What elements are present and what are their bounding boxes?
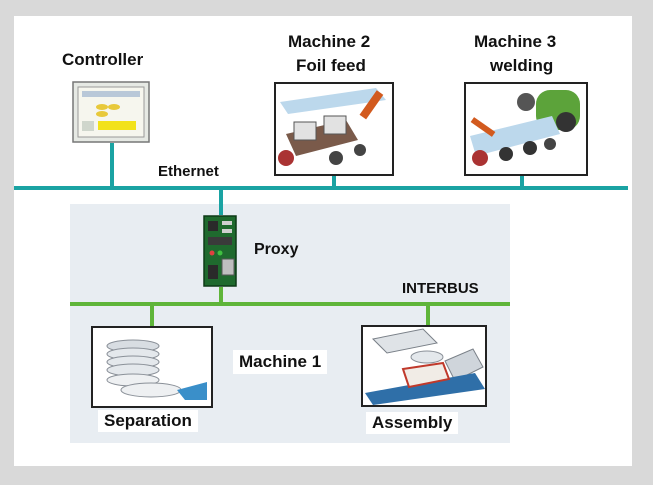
interbus-label: INTERBUS xyxy=(402,280,479,297)
proxy-label: Proxy xyxy=(254,241,299,258)
controller-icon xyxy=(72,81,150,143)
machine2-image xyxy=(274,82,394,176)
proxy-module-icon xyxy=(202,215,238,287)
machine2-title: Machine 2 xyxy=(288,32,371,51)
machine3-title: Machine 3 xyxy=(474,32,557,51)
machine1-label: Machine 1 xyxy=(233,350,328,374)
separation-image xyxy=(91,326,213,408)
assembly-label: Assembly xyxy=(366,412,459,434)
machine2-subtitle: Foil feed xyxy=(296,56,366,75)
machine3-image xyxy=(464,82,588,176)
machine3-subtitle: welding xyxy=(490,56,554,75)
ethernet-label: Ethernet xyxy=(158,163,219,180)
controller-label: Controller xyxy=(62,50,144,69)
assembly-image xyxy=(361,325,487,407)
separation-label: Separation xyxy=(98,410,198,432)
